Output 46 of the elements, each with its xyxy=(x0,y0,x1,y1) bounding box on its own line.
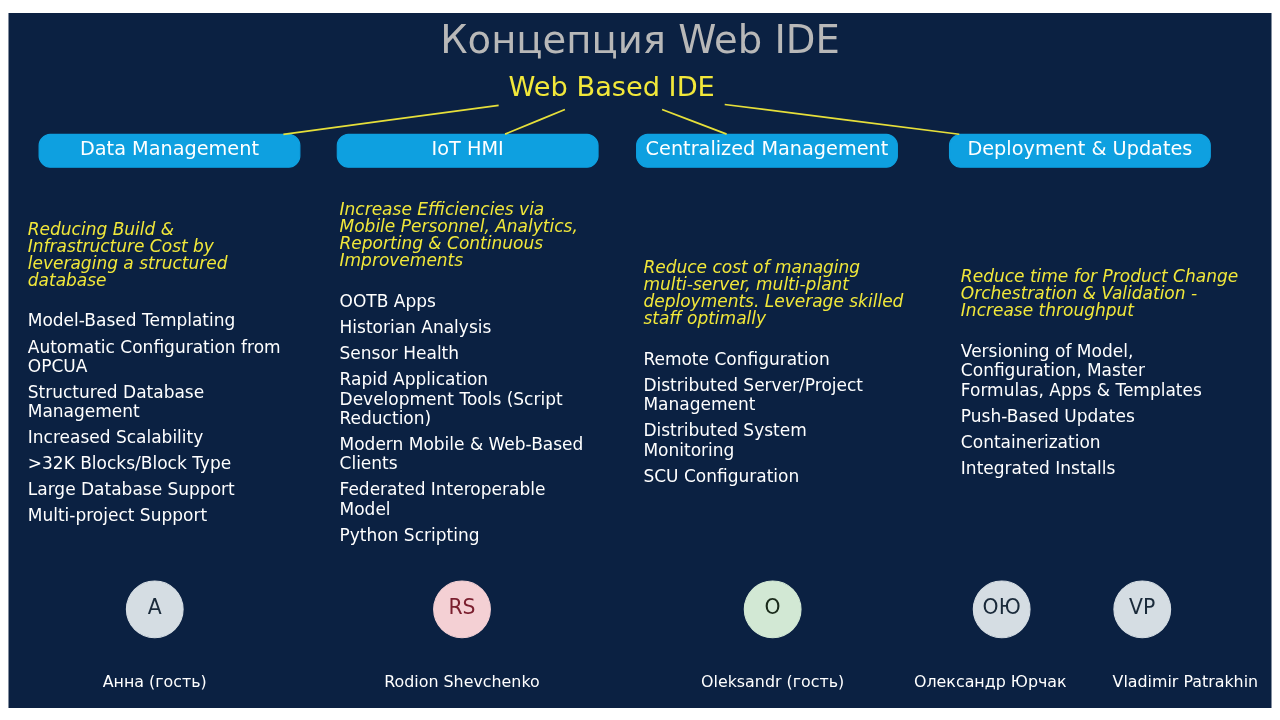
node-label: Increase Efficiencies via Mobile Personnel, Analytics, Reporting & Continuous Improvements xyxy=(339,198,578,270)
node-label: Distributed Server/Project Management xyxy=(643,374,863,414)
connector xyxy=(723,103,961,135)
node-label: Rapid Application Development Tools (Script Reduction) xyxy=(339,368,563,428)
node-label: Sensor Health xyxy=(339,342,460,363)
node-label: Large Database Support xyxy=(27,478,235,499)
node-box: IoT HMI xyxy=(336,133,599,168)
node-label: Reduce time for Product Change Orchestration & Validation - Increase throughput xyxy=(960,265,1239,320)
node-label: Automatic Configuration from OPCUA xyxy=(27,336,281,376)
node-label: >32K Blocks/Block Type xyxy=(27,452,232,473)
node-label: SCU Configuration xyxy=(643,465,800,486)
node-label: Versioning of Model, Configuration, Master Formulas, Apps & Templates xyxy=(960,340,1202,400)
node-label: Анна (гость) xyxy=(102,671,207,691)
node-label: Push-Based Updates xyxy=(960,405,1135,426)
node-label: Federated Interoperable Model xyxy=(339,478,546,519)
node-circle: A xyxy=(125,579,184,638)
connector xyxy=(504,108,566,135)
node-label: Model-Based Templating xyxy=(27,309,236,330)
node-box: Deployment & Updates xyxy=(948,133,1211,168)
node-circle: ОЮ xyxy=(972,579,1031,638)
node-label: Containerization xyxy=(960,431,1101,452)
node-box: Data Management xyxy=(38,133,301,168)
node-label: Oleksandr (гость) xyxy=(701,671,845,691)
node-circle: VP xyxy=(1113,579,1172,638)
node-label: Remote Configuration xyxy=(643,348,830,369)
node-label: Modern Mobile & Web-Based Clients xyxy=(339,433,584,473)
node-label: OOTB Apps xyxy=(339,290,436,311)
node-label: Increased Scalability xyxy=(27,426,204,447)
node-label: Structured Database Management xyxy=(27,381,205,421)
node-label: Reducing Build & Infrastructure Cost by leveraging a structured database xyxy=(27,218,228,290)
node-label: Олександр Юрчак xyxy=(913,671,1067,691)
node-label: Python Scripting xyxy=(339,524,480,545)
node-box: Centralized Management xyxy=(636,133,898,168)
node-label: Rodion Shevchenko xyxy=(384,671,540,691)
node-label: Multi-project Support xyxy=(27,505,208,525)
node-label: Historian Analysis xyxy=(339,316,492,337)
node-label: Reduce cost of managing multi-server, multi-plant deployments. Leverage skilled staff optimally xyxy=(643,256,904,328)
node-label: Distributed System Monitoring xyxy=(643,419,807,460)
node-text: Web Based IDE xyxy=(508,70,715,102)
diagram-title: Концепция Web IDE xyxy=(440,16,840,62)
node-label: Integrated Installs xyxy=(960,457,1116,478)
connector xyxy=(282,103,500,135)
node-circle: O xyxy=(743,579,802,638)
node-label: Vladimir Patrakhin xyxy=(1112,671,1259,691)
connector xyxy=(661,108,728,135)
node-circle: RS xyxy=(433,579,491,638)
